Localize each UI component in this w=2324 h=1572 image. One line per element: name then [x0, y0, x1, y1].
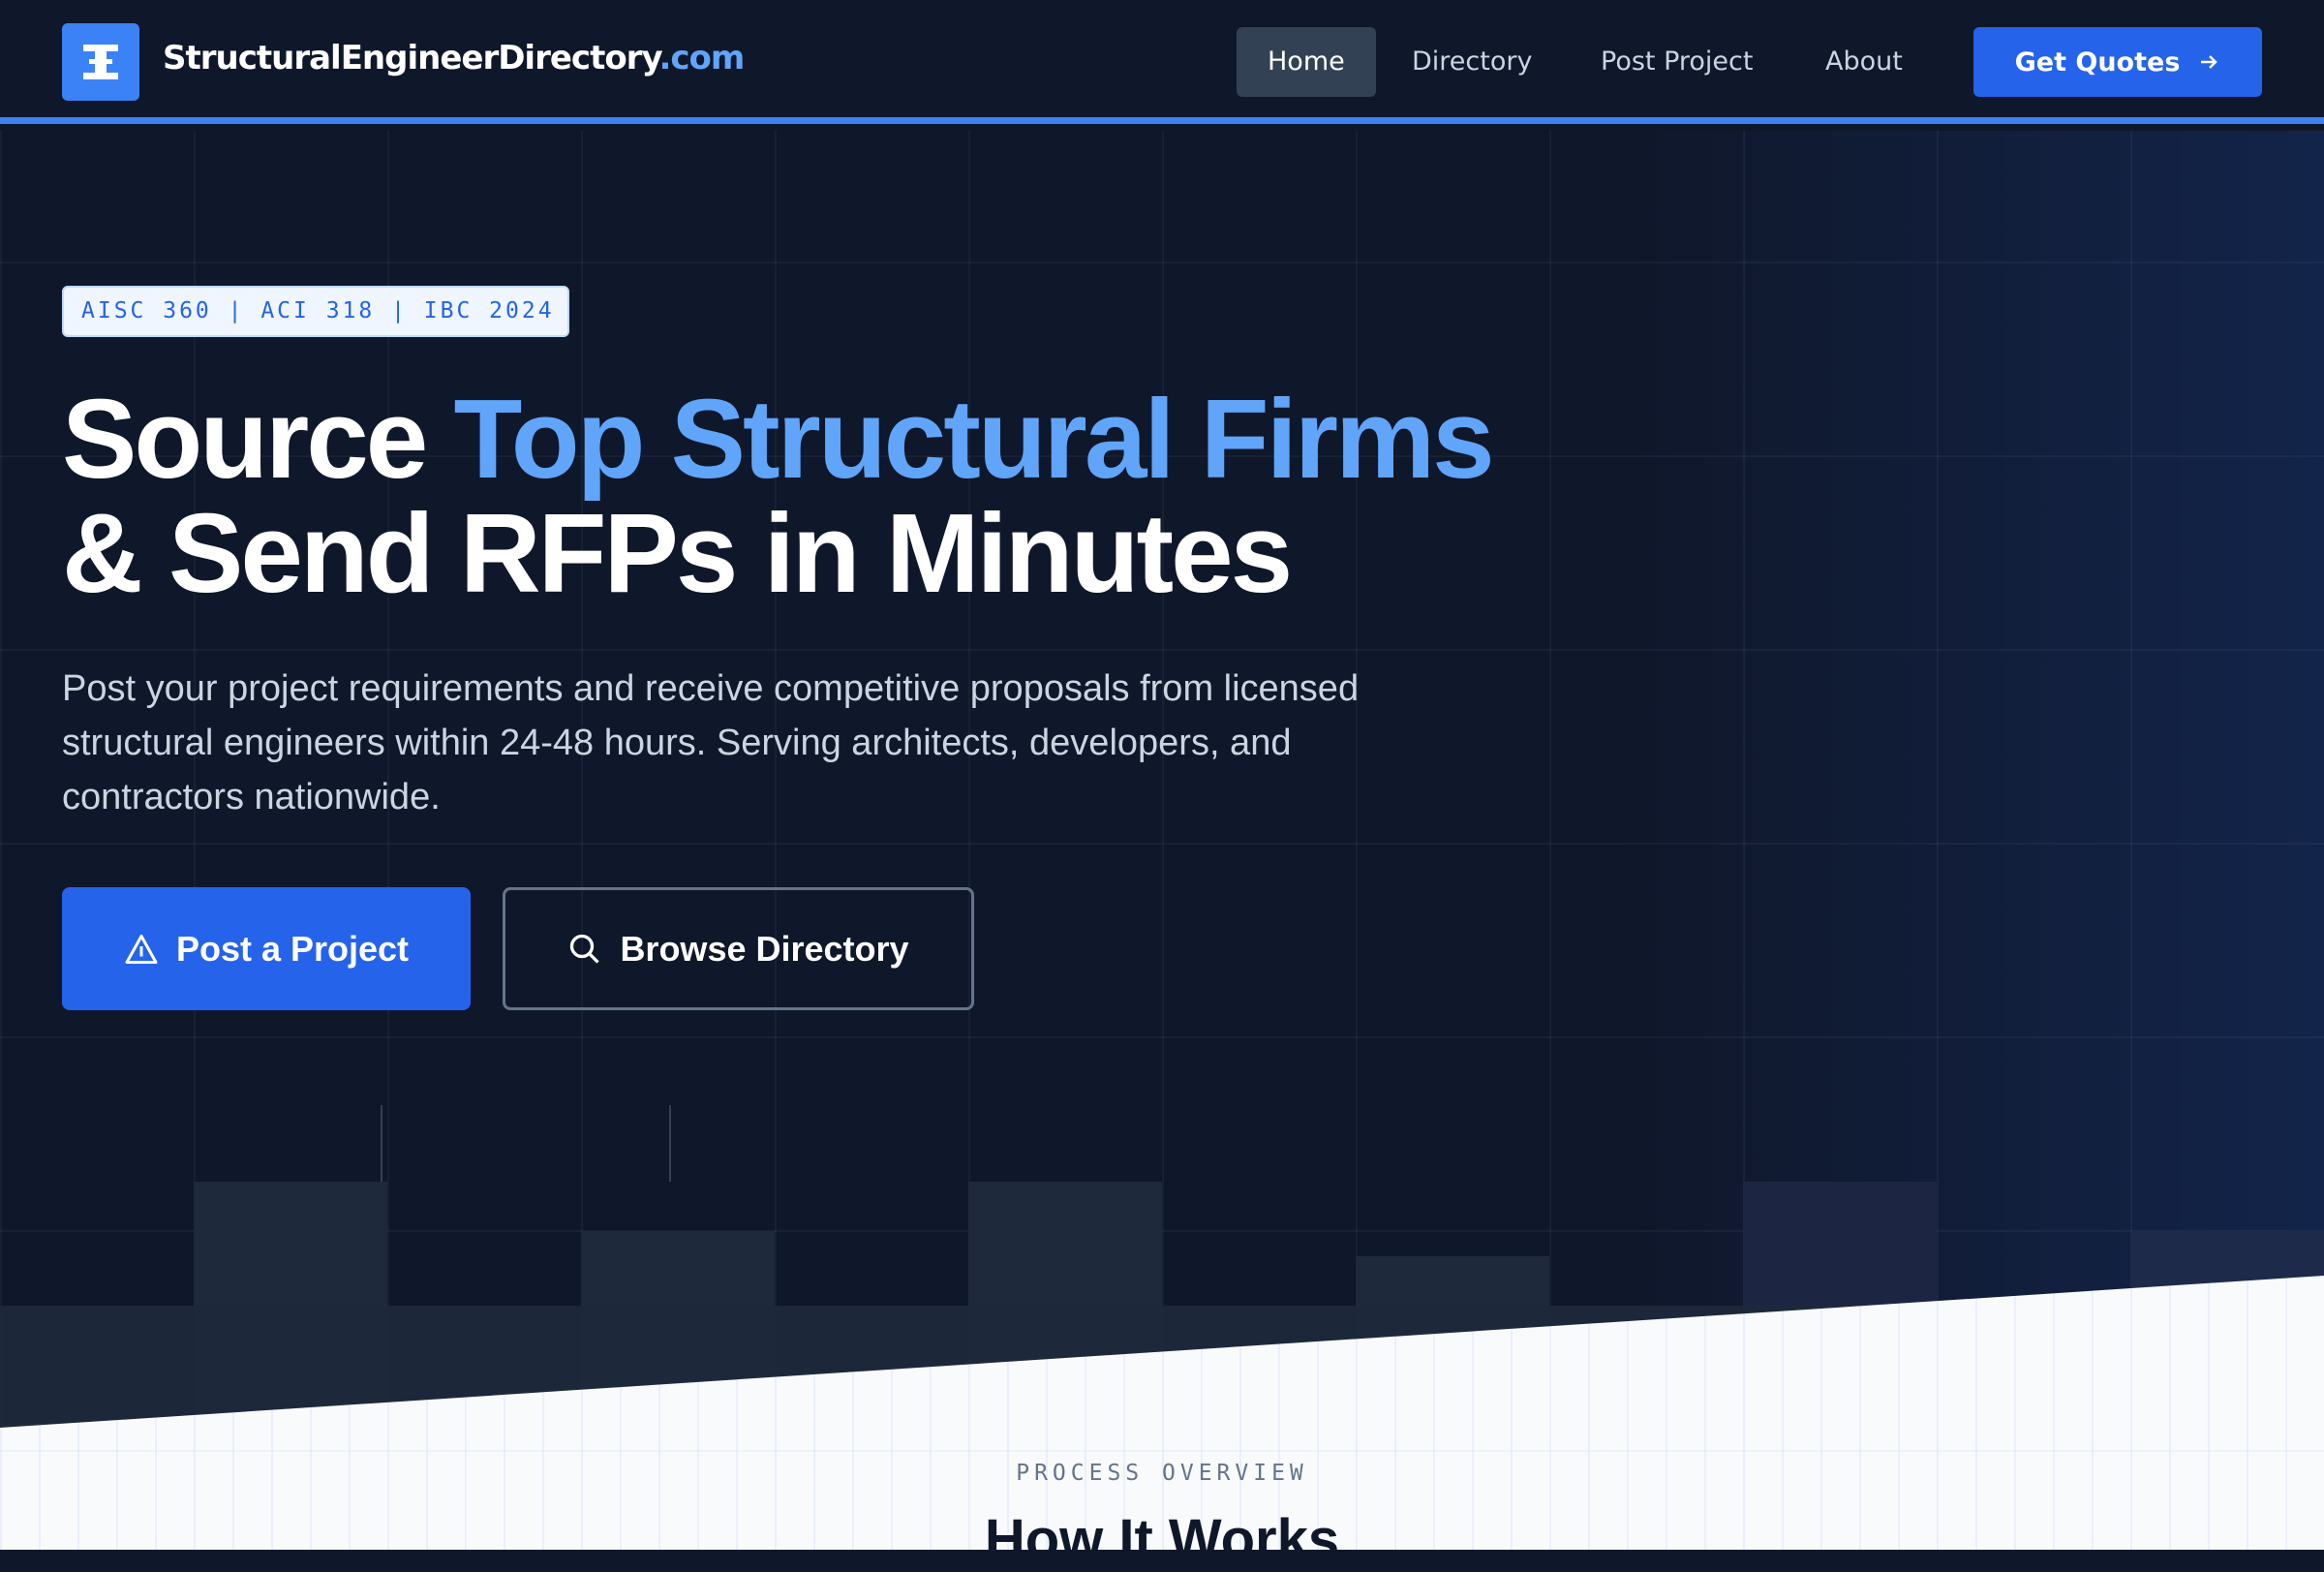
nav-about[interactable]: About	[1825, 46, 1903, 77]
skyline-mast	[669, 1105, 671, 1182]
nav-home[interactable]: Home	[1237, 27, 1376, 97]
logo-name: StructuralEngineerDirectory	[163, 39, 659, 77]
title-accent: Top Structural Firms	[453, 376, 1494, 502]
nav-post-project[interactable]: Post Project	[1601, 46, 1754, 77]
logo-text[interactable]: StructuralEngineerDirectory.com	[163, 39, 745, 77]
logo-tld: .com	[658, 39, 745, 77]
get-quotes-button[interactable]: Get Quotes	[1973, 27, 2262, 97]
post-project-button[interactable]: Post a Project	[62, 887, 471, 1010]
arrow-right-icon	[2201, 55, 2218, 69]
nav-directory[interactable]: Directory	[1412, 46, 1533, 77]
section-eyebrow: PROCESS OVERVIEW	[1016, 1461, 1308, 1486]
warning-triangle-icon	[125, 934, 158, 964]
search-icon	[570, 934, 600, 964]
section-title: How It Works	[984, 1508, 1340, 1571]
title-line2: & Send RFPs in Minutes	[62, 490, 1293, 616]
browse-directory-label: Browse Directory	[620, 928, 909, 969]
skyline-mast	[381, 1105, 382, 1182]
get-quotes-label: Get Quotes	[2014, 46, 2181, 77]
standards-badge: AISC 360 | ACI 318 | IBC 2024	[62, 286, 569, 337]
browse-directory-button[interactable]: Browse Directory	[503, 887, 974, 1010]
logo-i-beam-icon[interactable]	[62, 23, 139, 101]
title-prefix: Source	[62, 376, 454, 502]
hero-description: Post your project requirements and recei…	[62, 668, 1360, 817]
top-nav: StructuralEngineerDirectory.com Home Dir…	[0, 0, 2324, 124]
post-project-label: Post a Project	[175, 928, 410, 969]
hero-title: Source Top Structural Firms& Send RFPs i…	[62, 382, 1495, 610]
